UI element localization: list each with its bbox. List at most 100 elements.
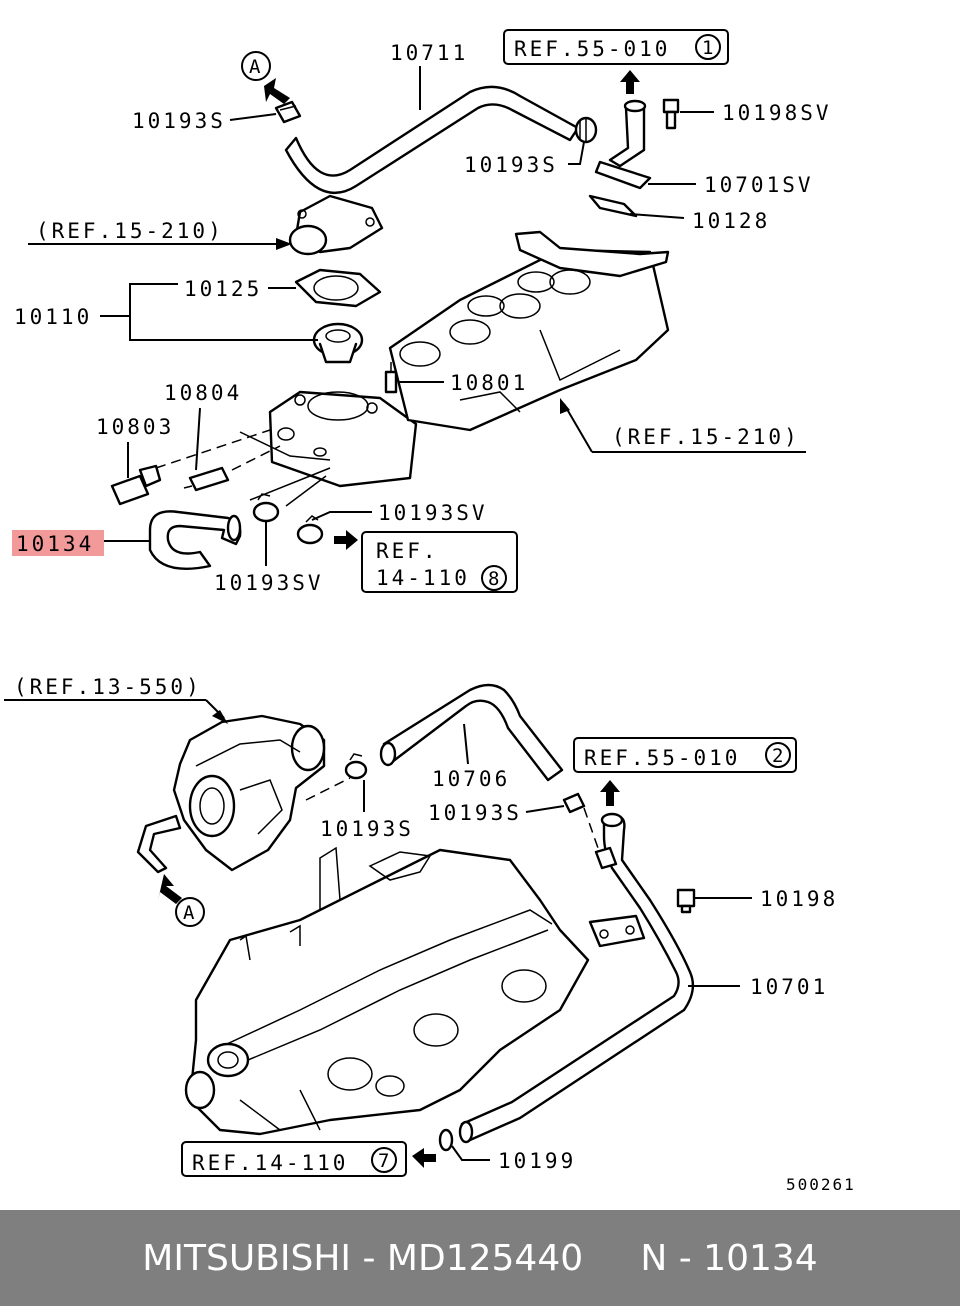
sensor-10804[interactable] xyxy=(183,466,230,492)
top-leader-lines xyxy=(155,429,331,507)
svg-text:10193S: 10193S xyxy=(320,817,414,841)
svg-text:10804: 10804 xyxy=(164,381,242,405)
footer-part-number: MD125440 xyxy=(386,1237,584,1279)
sensor-10803[interactable] xyxy=(110,464,162,506)
footer-separator: - xyxy=(351,1237,387,1279)
bolt-10198[interactable] xyxy=(676,888,696,914)
label-10711: 10711 xyxy=(390,41,468,110)
ref-box-14-110-8[interactable]: REF. 14-110 8 xyxy=(334,530,518,593)
footer-gap xyxy=(583,1238,640,1279)
label-10110: 10110 xyxy=(14,283,318,341)
bottom-leader-lines xyxy=(305,777,599,849)
clamp-10193s-d[interactable] xyxy=(562,792,586,814)
label-10198: 10198 xyxy=(694,887,838,911)
clamp-10193s-c[interactable] xyxy=(344,753,368,780)
pipe-10701[interactable] xyxy=(458,812,695,1144)
label-10198sv: 10198SV xyxy=(680,101,832,125)
label-10134-highlighted[interactable]: 10134 xyxy=(12,530,150,556)
svg-text:10801: 10801 xyxy=(450,371,528,395)
clamp-10193s-left[interactable] xyxy=(274,100,302,124)
footer-ref-prefix: N - xyxy=(640,1237,704,1279)
svg-text:A: A xyxy=(183,902,195,924)
svg-text:A: A xyxy=(249,56,261,78)
svg-text:10198: 10198 xyxy=(760,887,838,911)
svg-text:REF.55-010: REF.55-010 xyxy=(584,746,740,770)
svg-text:(REF.15-210): (REF.15-210) xyxy=(36,219,224,243)
label-10193s-b: 10193S xyxy=(464,141,585,177)
svg-text:10711: 10711 xyxy=(390,41,468,65)
svg-text:(REF.13-550): (REF.13-550) xyxy=(14,675,202,699)
ref-box-55-010-2[interactable]: REF.55-010 2 xyxy=(573,737,797,806)
svg-text:14-110: 14-110 xyxy=(376,566,470,590)
intake-manifold xyxy=(388,230,670,432)
diagram-code: 500261 xyxy=(786,1175,856,1194)
label-10701: 10701 xyxy=(688,975,828,999)
label-10701sv: 10701SV xyxy=(648,173,814,197)
svg-text:10193S: 10193S xyxy=(428,801,522,825)
hose-10706[interactable] xyxy=(379,683,564,782)
svg-text:10134: 10134 xyxy=(16,532,94,556)
svg-text:10193SV: 10193SV xyxy=(214,571,324,595)
svg-text:10128: 10128 xyxy=(692,209,770,233)
svg-text:10193S: 10193S xyxy=(464,153,558,177)
thermostat-housing xyxy=(288,194,384,256)
svg-text:(REF.15-210): (REF.15-210) xyxy=(612,425,800,449)
footer-ref-number: 10134 xyxy=(703,1237,818,1279)
label-10193sv-b: 10193SV xyxy=(214,522,324,595)
parts-diagram: 10711 REF.55-010 1 10193S A 10198SV 1019… xyxy=(4,29,856,1194)
label-10199: 10199 xyxy=(451,1145,576,1173)
label-10801: 10801 xyxy=(398,371,528,395)
label-10803: 10803 xyxy=(96,415,174,478)
gasket-10128[interactable] xyxy=(588,194,638,218)
gasket-10125[interactable] xyxy=(294,268,382,308)
label-ref-15-210-b: (REF.15-210) xyxy=(560,398,806,453)
hose-10711[interactable] xyxy=(284,85,580,195)
svg-text:7: 7 xyxy=(378,1150,389,1172)
label-10706: 10706 xyxy=(432,723,510,791)
label-10193s-d: 10193S xyxy=(428,801,565,825)
clamp-10193sv-right[interactable] xyxy=(296,515,324,545)
circle-a-top[interactable]: A xyxy=(241,51,290,104)
clamp-10193sv-lower[interactable] xyxy=(252,493,280,523)
svg-text:10706: 10706 xyxy=(432,767,510,791)
svg-text:10125: 10125 xyxy=(184,277,262,301)
thermostat-10110[interactable] xyxy=(312,322,364,364)
svg-text:1: 1 xyxy=(702,37,713,59)
svg-text:10193S: 10193S xyxy=(132,109,226,133)
svg-text:10803: 10803 xyxy=(96,415,174,439)
svg-text:500261: 500261 xyxy=(786,1175,856,1194)
clamp-10193s-right[interactable] xyxy=(574,116,598,144)
svg-text:10110: 10110 xyxy=(14,305,92,329)
svg-text:10701: 10701 xyxy=(750,975,828,999)
label-10125: 10125 xyxy=(184,277,296,301)
label-10193s-a: 10193S xyxy=(132,109,277,133)
turbocharger xyxy=(136,714,326,874)
svg-text:2: 2 xyxy=(772,745,783,767)
svg-text:10198SV: 10198SV xyxy=(722,101,832,125)
svg-text:8: 8 xyxy=(488,568,499,590)
svg-text:REF.: REF. xyxy=(376,539,439,563)
label-10193s-c: 10193S xyxy=(320,780,414,841)
circle-a-bottom[interactable]: A xyxy=(158,874,205,927)
hose-10134[interactable] xyxy=(148,510,242,570)
ref-box-14-110-7[interactable]: REF.14-110 7 xyxy=(181,1141,436,1177)
sensor-10801[interactable] xyxy=(384,362,398,394)
o-ring-10199[interactable] xyxy=(438,1128,454,1152)
bolt-10198sv[interactable] xyxy=(662,98,680,130)
thermostat-case xyxy=(268,390,418,488)
label-ref-13-550: (REF.13-550) xyxy=(4,675,228,724)
label-ref-15-210-a: (REF.15-210) xyxy=(28,219,292,250)
svg-text:10199: 10199 xyxy=(498,1149,576,1173)
cylinder-head xyxy=(184,846,590,1136)
svg-text:10701SV: 10701SV xyxy=(704,173,814,197)
footer-bar: MITSUBISHI - MD125440 N - 10134 xyxy=(0,1210,960,1306)
ref-box-55-010-1[interactable]: REF.55-010 1 xyxy=(503,29,729,94)
label-10128: 10128 xyxy=(629,209,770,233)
footer-brand: MITSUBISHI xyxy=(142,1237,352,1279)
label-10193sv-a: 10193SV xyxy=(311,501,488,525)
svg-text:REF.55-010: REF.55-010 xyxy=(514,37,670,61)
svg-text:10193SV: 10193SV xyxy=(378,501,488,525)
pipe-10701sv[interactable] xyxy=(594,99,652,190)
label-10804: 10804 xyxy=(164,381,242,471)
svg-text:REF.14-110: REF.14-110 xyxy=(192,1151,348,1175)
